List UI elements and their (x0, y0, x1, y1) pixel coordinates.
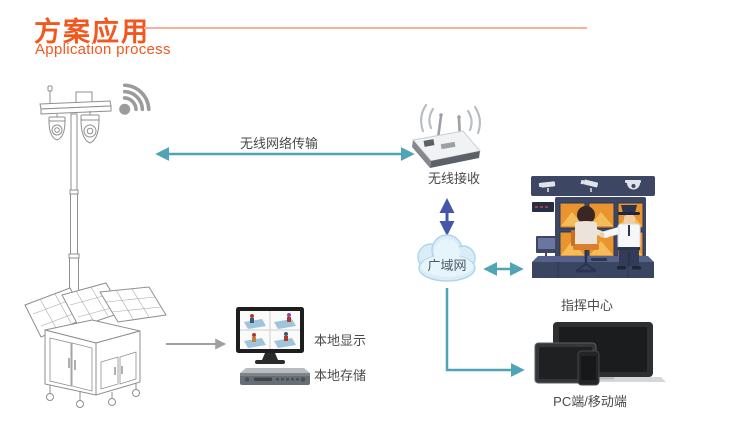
pc-mobile-devices-icon (534, 322, 666, 386)
wifi-signal-icon (119, 83, 151, 115)
solar-panels (24, 282, 167, 338)
title-rule (144, 27, 587, 29)
solar-surveillance-tower-illustration (24, 85, 167, 408)
wireless-receiver-label: 无线接收 (427, 171, 481, 186)
operator-figure (571, 206, 610, 273)
battery-cabinet (44, 319, 141, 408)
wireless-transmission-label: 无线网络传输 (239, 136, 319, 151)
quad-view-scenes (244, 313, 296, 348)
wan-cloud-icon (417, 234, 476, 282)
command-center-label: 指挥中心 (560, 298, 614, 313)
local-display-label: 本地显示 (313, 333, 367, 348)
quad-view-monitor-icon (236, 307, 304, 364)
banner-camera-icons (538, 179, 641, 192)
pc-mobile-label: PC端/移动端 (553, 394, 627, 409)
officer-figure (599, 205, 641, 270)
command-center-illustration (531, 176, 655, 278)
wan-cloud-label: 广域网 (427, 258, 467, 273)
dvr-storage-icon (240, 368, 310, 385)
page-title: 方案应用 (34, 17, 150, 47)
page-subtitle: Application process (35, 41, 171, 58)
cloud-pcmobile-arrow (445, 288, 525, 377)
local-storage-label: 本地存储 (313, 368, 367, 383)
wireless-receiver-icon (412, 103, 482, 168)
